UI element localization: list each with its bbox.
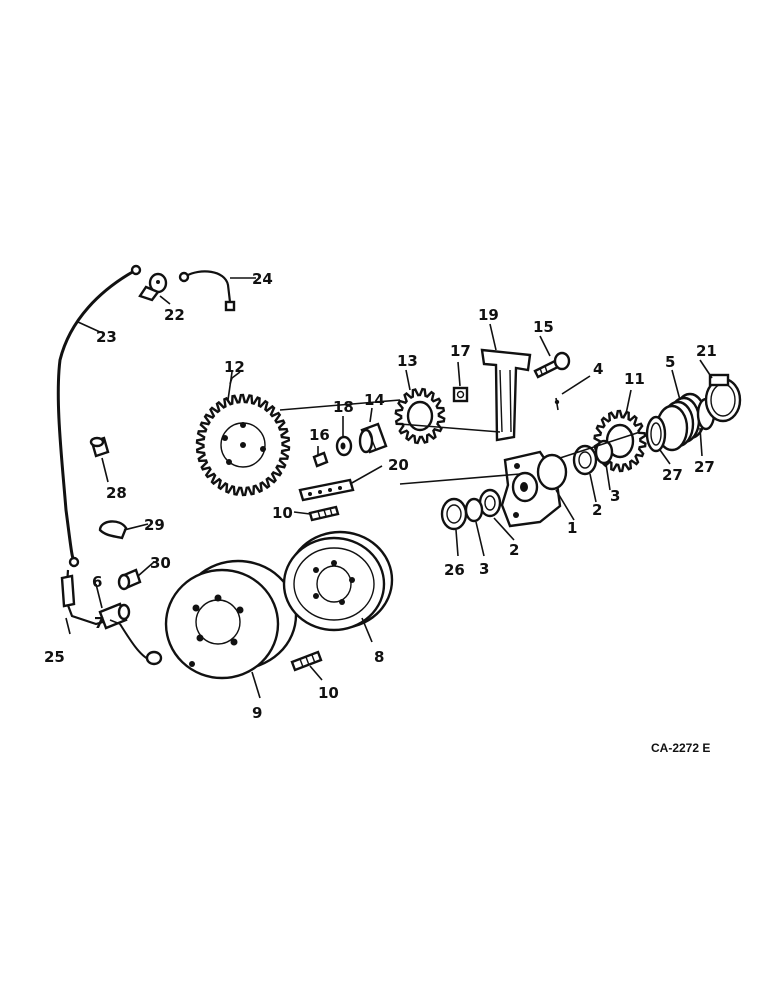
- drum: [164, 559, 298, 680]
- wire-harness: [56, 264, 142, 568]
- callout-1: 1: [567, 519, 577, 537]
- callout-4: 4: [593, 360, 603, 378]
- stud-lower: [290, 650, 323, 672]
- callout-25: 25: [44, 648, 65, 666]
- callout-28: 28: [106, 484, 127, 502]
- clip: [98, 520, 128, 540]
- chain: [298, 478, 355, 502]
- callout-15: 15: [533, 318, 554, 336]
- bearing-left: [478, 488, 502, 518]
- callout-20: 20: [388, 456, 409, 474]
- bushing: [358, 422, 388, 454]
- pin: [554, 397, 560, 411]
- leader-lines: [65, 277, 713, 699]
- set-screw: [312, 451, 329, 468]
- sensor-assembly: [60, 569, 163, 666]
- callout-13: 13: [397, 352, 418, 370]
- callout-2: 2: [509, 541, 519, 559]
- callout-7: 7: [94, 614, 104, 632]
- callout-27: 27: [694, 458, 715, 476]
- callout-11: 11: [624, 370, 645, 388]
- callout-3: 3: [479, 560, 489, 578]
- callout-22: 22: [164, 306, 185, 324]
- drawing-code: CA-2272 E: [651, 741, 710, 755]
- spacer: [335, 435, 353, 457]
- callout-3: 3: [610, 487, 620, 505]
- callout-10: 10: [318, 684, 339, 702]
- callout-labels: 1 2 2 3 3 4 5 6 7 8 9 10 10 11 12 13 14 …: [44, 270, 717, 755]
- callout-14: 14: [364, 391, 385, 409]
- callout-17: 17: [450, 342, 471, 360]
- callout-23: 23: [96, 328, 117, 346]
- callout-6: 6: [92, 573, 102, 591]
- bracket: [480, 348, 532, 442]
- callout-8: 8: [374, 648, 384, 666]
- callout-21: 21: [696, 342, 717, 360]
- square-nut: [452, 386, 469, 403]
- connector: [117, 568, 142, 591]
- callout-5: 5: [665, 353, 675, 371]
- seal-ring: [440, 497, 468, 531]
- wire-lead: [178, 270, 236, 312]
- bearing-right: [572, 444, 598, 476]
- callout-2: 2: [592, 501, 602, 519]
- stud-upper: [308, 505, 340, 522]
- callout-26: 26: [444, 561, 465, 579]
- callout-10: 10: [272, 504, 293, 522]
- collar-left: [464, 497, 484, 523]
- switch: [138, 272, 168, 302]
- callout-16: 16: [309, 426, 330, 444]
- callout-9: 9: [252, 704, 262, 722]
- sprocket-small: [394, 387, 446, 445]
- bearing-housing: [500, 450, 568, 528]
- callout-29: 29: [144, 516, 165, 534]
- callout-30: 30: [150, 554, 171, 572]
- callout-19: 19: [478, 306, 499, 324]
- brake-plate: [282, 530, 394, 632]
- callout-18: 18: [333, 398, 354, 416]
- clamp: [704, 373, 742, 423]
- callout-27: 27: [662, 466, 683, 484]
- collar-right: [594, 439, 614, 465]
- sleeve: [89, 436, 110, 458]
- callout-24: 24: [252, 270, 273, 288]
- sprocket-large: [195, 393, 291, 497]
- bolt: [533, 351, 571, 379]
- callout-12: 12: [224, 358, 245, 376]
